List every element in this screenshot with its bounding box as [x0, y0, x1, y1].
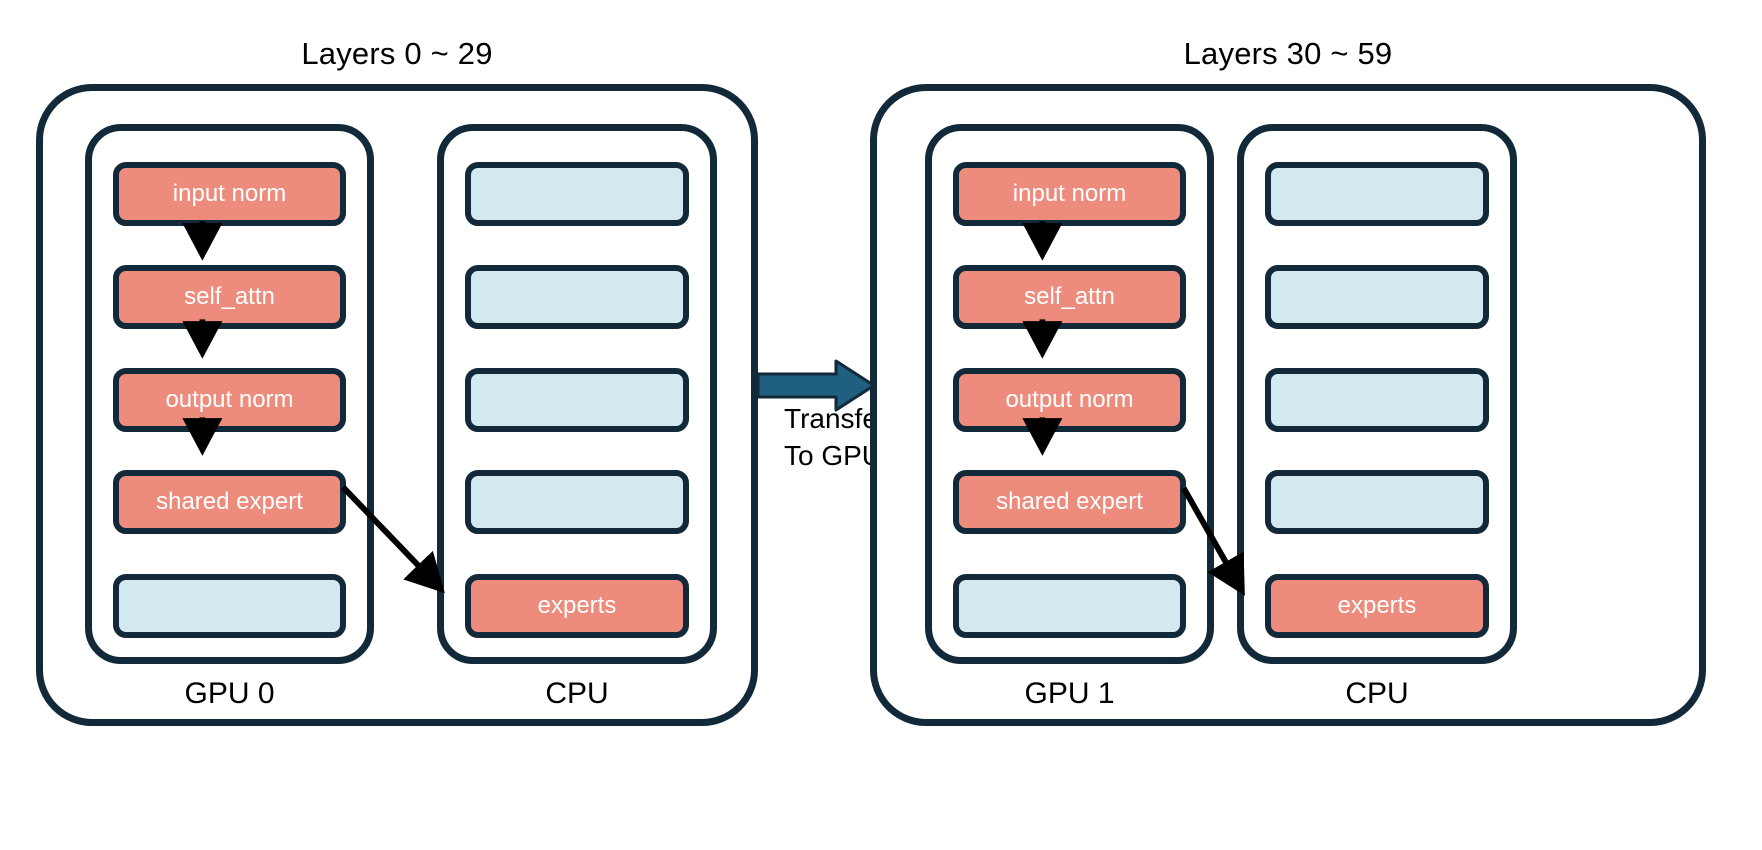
gpu1-slot-input-norm[interactable]: input norm [953, 162, 1186, 226]
gpu0-slot-self-attn[interactable]: self_attn [113, 265, 346, 329]
cpu0-device-label: CPU [545, 677, 609, 710]
cpu1-slot-2[interactable] [1265, 265, 1489, 329]
cpu0-slot-experts[interactable]: experts [465, 574, 689, 638]
cpu1-device-label: CPU [1345, 677, 1409, 710]
cpu1-slot-3[interactable] [1265, 368, 1489, 432]
cpu0-slot-2[interactable] [465, 265, 689, 329]
cpu0-slot-1[interactable] [465, 162, 689, 226]
gpu0-device-label: GPU 0 [184, 677, 275, 710]
gpu1-column: input norm self_attn output norm shared … [925, 124, 1214, 664]
gpu0-slot-shared-expert[interactable]: shared expert [113, 470, 346, 534]
group-title-right: Layers 30 ~ 59 [1183, 36, 1393, 71]
cpu1-slot-experts[interactable]: experts [1265, 574, 1489, 638]
gpu1-device-label: GPU 1 [1024, 677, 1115, 710]
cpu0-slot-4[interactable] [465, 470, 689, 534]
cpu1-slot-1[interactable] [1265, 162, 1489, 226]
gpu0-slot-empty[interactable] [113, 574, 346, 638]
gpu0-column: input norm self_attn output norm shared … [85, 124, 374, 664]
gpu1-slot-empty[interactable] [953, 574, 1186, 638]
gpu1-slot-shared-expert[interactable]: shared expert [953, 470, 1186, 534]
cpu1-slot-4[interactable] [1265, 470, 1489, 534]
cpu0-column: experts [437, 124, 717, 664]
gpu0-slot-input-norm[interactable]: input norm [113, 162, 346, 226]
cpu0-slot-3[interactable] [465, 368, 689, 432]
cpu1-column: experts [1237, 124, 1517, 664]
device-group-gpu0: input norm self_attn output norm shared … [36, 84, 758, 726]
gpu0-slot-output-norm[interactable]: output norm [113, 368, 346, 432]
device-group-gpu1: input norm self_attn output norm shared … [870, 84, 1706, 726]
group-title-left: Layers 0 ~ 29 [301, 36, 493, 71]
gpu1-slot-self-attn[interactable]: self_attn [953, 265, 1186, 329]
gpu1-slot-output-norm[interactable]: output norm [953, 368, 1186, 432]
